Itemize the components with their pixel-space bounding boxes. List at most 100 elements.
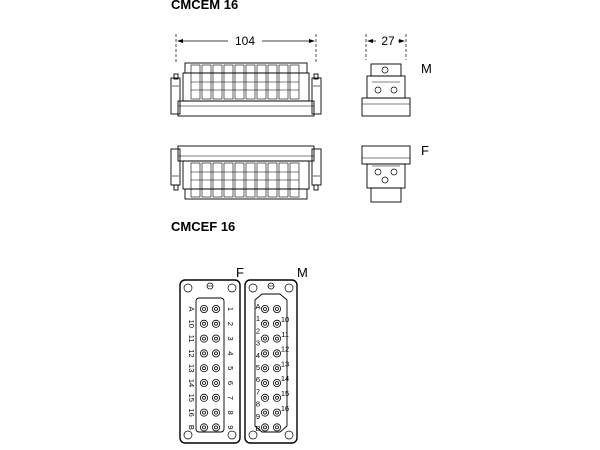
female-contact-hole <box>199 408 208 417</box>
female-contact-hole <box>211 364 220 373</box>
male-pin-label-left-8: 8 <box>256 400 260 409</box>
female-pin-label-left-15: 15 <box>187 394 196 402</box>
female-contact-hole <box>199 423 208 432</box>
male-contact-hole <box>272 349 281 358</box>
male-contact-hole <box>260 319 269 328</box>
male-contact-hole-center <box>263 395 267 400</box>
female-contact-hole <box>211 349 220 358</box>
male-contact-hole-center <box>275 381 279 385</box>
female-pin-label-left-12: 12 <box>187 349 196 357</box>
male-contact-hole <box>260 334 269 343</box>
male-contact-hole-center <box>263 425 267 430</box>
female-pin-label-right-9: 9 <box>226 425 235 429</box>
female-pin-label-left-11: 11 <box>187 335 196 343</box>
female-contact-hole <box>199 364 208 373</box>
insert-label-male: M <box>297 265 308 280</box>
male-pin-label-right-10: 10 <box>281 315 289 324</box>
male-contact-hole <box>260 408 269 417</box>
male-pin-label-left-6: 6 <box>256 375 260 384</box>
female-contact-hole-center <box>214 425 218 430</box>
female-contact-hole <box>211 423 220 432</box>
female-contact-hole <box>211 378 220 387</box>
female-contact-hole-center <box>214 336 218 341</box>
female-contact-hole-center <box>202 395 206 400</box>
female-contact-hole-center <box>202 351 206 356</box>
male-contact-hole-center <box>263 307 267 311</box>
male-contact-hole <box>272 408 281 417</box>
male-contact-hole <box>272 334 281 343</box>
female-contact-hole-center <box>214 395 218 400</box>
female-contact-hole-center <box>214 366 218 371</box>
female-pin-label-right-5: 5 <box>226 366 235 370</box>
female-insert-end-view <box>361 145 411 203</box>
female-pin-label-right-2: 2 <box>226 322 235 326</box>
male-contact-hole-center <box>263 336 267 341</box>
male-pin-label-right-13: 13 <box>281 359 289 368</box>
male-contact-hole-center <box>263 410 267 415</box>
female-contact-hole <box>199 378 208 387</box>
male-contact-hole <box>260 423 269 432</box>
male-pin-label-left-1: 1 <box>256 314 260 323</box>
dimension-length: 104 <box>175 34 317 62</box>
female-contact-hole <box>199 304 208 313</box>
view-tag-female: F <box>421 143 429 158</box>
female-contact-hole-center <box>214 410 218 415</box>
male-contact-hole-center <box>275 425 279 430</box>
male-contact-hole <box>272 393 281 402</box>
view-tag-male: M <box>421 61 432 76</box>
male-pin-label-left-2: 2 <box>256 326 260 335</box>
female-pin-label-right-4: 4 <box>226 351 235 355</box>
male-contact-hole <box>272 378 281 387</box>
female-insert-side-view <box>170 145 322 200</box>
male-contact-hole <box>260 349 269 358</box>
male-pin-label-right-15: 15 <box>281 389 289 398</box>
female-pin-label-right-1: 1 <box>226 307 235 311</box>
female-contact-hole-center <box>202 336 206 341</box>
male-contact-hole-center <box>275 366 279 371</box>
dimension-width-label: 27 <box>381 34 395 48</box>
female-contact-hole-center <box>202 425 206 430</box>
female-pin-label-left-13: 13 <box>187 364 196 372</box>
male-contact-hole <box>272 423 281 432</box>
female-pin-label-right-3: 3 <box>226 337 235 341</box>
insert-label-female: F <box>236 265 244 280</box>
male-pin-label-right-11: 11 <box>281 330 289 339</box>
male-pin-label-left-A: A <box>255 302 260 311</box>
female-contact-hole <box>211 393 220 402</box>
female-pin-label-right-7: 7 <box>226 396 235 400</box>
male-pin-label-left-4: 4 <box>256 351 260 360</box>
male-contact-hole-center <box>275 351 279 356</box>
female-contact-hole-center <box>202 321 206 326</box>
female-contact-hole-center <box>214 321 218 326</box>
female-contact-hole-center <box>202 410 206 415</box>
male-contact-hole-center <box>275 395 279 400</box>
male-pin-label-left-7: 7 <box>256 387 260 396</box>
female-contact-hole <box>199 334 208 343</box>
male-pin-label-right-14: 14 <box>281 374 289 383</box>
male-insert-side-view <box>170 62 322 117</box>
female-pin-label-right-8: 8 <box>226 411 235 415</box>
male-contact-hole <box>260 364 269 373</box>
female-contact-hole-center <box>202 307 206 311</box>
dimension-width: 27 <box>365 34 407 60</box>
male-contact-hole <box>272 304 281 313</box>
female-contact-hole-center <box>214 307 218 311</box>
female-contact-hole-center <box>202 366 206 371</box>
male-contact-hole-center <box>275 307 279 311</box>
male-contact-hole <box>272 319 281 328</box>
male-pin-label-left-B: B <box>255 424 260 433</box>
female-contact-hole-center <box>214 351 218 356</box>
product-title-cmcem16: CMCEM 16 <box>171 0 239 12</box>
male-pin-label-left-9: 9 <box>256 412 260 421</box>
female-contact-hole <box>211 319 220 328</box>
male-contact-hole <box>260 304 269 313</box>
female-pin-label-left-10: 10 <box>187 320 196 328</box>
male-contact-hole-center <box>263 321 267 326</box>
male-pin-label-right-16: 16 <box>281 404 289 413</box>
female-contact-hole <box>199 393 208 402</box>
male-contact-hole-center <box>275 336 279 341</box>
male-contact-hole <box>260 378 269 387</box>
male-contact-hole <box>272 364 281 373</box>
female-contact-hole-center <box>202 381 206 385</box>
